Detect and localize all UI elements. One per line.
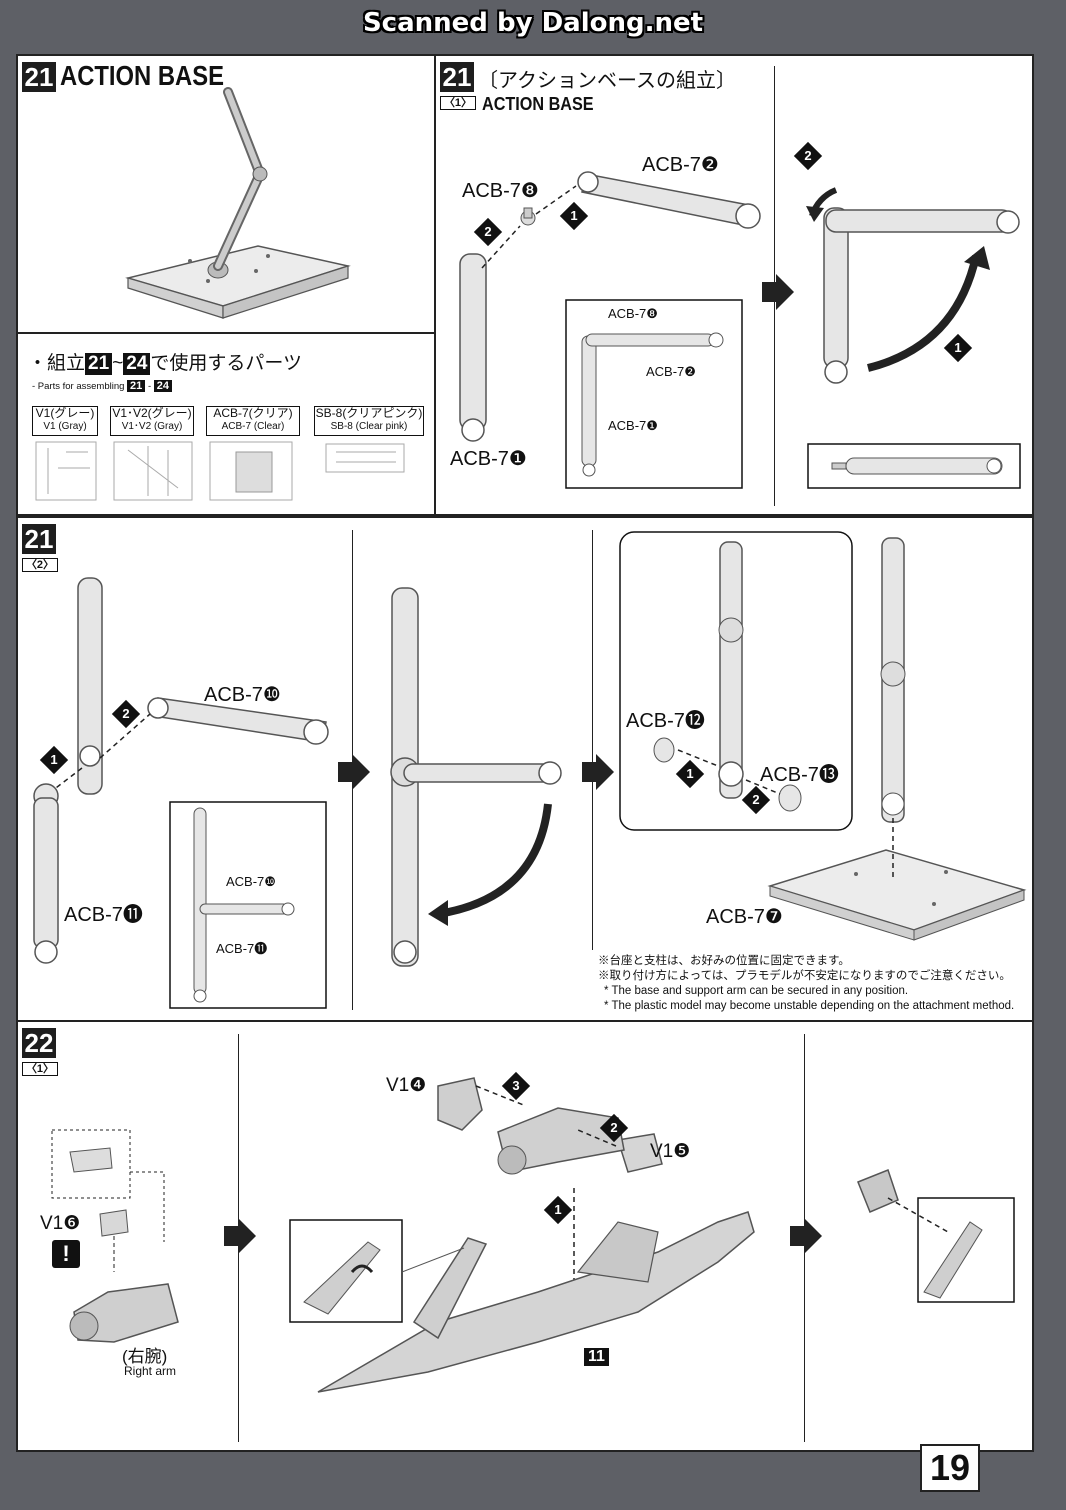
step21-1-illustration	[459, 171, 1021, 489]
inset-label-acb7-8: ACB-7❽	[608, 306, 658, 321]
sub-step-tag: 〈2〉	[22, 558, 58, 572]
flow-arrow-head	[596, 754, 614, 790]
label-v1-4: V1❹	[386, 1075, 427, 1096]
runner-sb8: SB-8(クリアピンク)SB-8 (Clear pink)	[314, 406, 424, 436]
panel-action-base-overview: 21 ACTION BASE	[16, 54, 436, 334]
step-marker-2: 2	[111, 699, 141, 729]
flow-arrow	[790, 1226, 804, 1246]
note-jp-1: ※台座と支柱は、お好みの位置に固定できます。	[598, 955, 850, 967]
range-sep: ~	[112, 353, 124, 374]
part-number-11: 11	[584, 1348, 609, 1366]
inset-label-acb7-11: ACB-7⓫	[216, 941, 268, 956]
step-title: ACTION BASE	[60, 60, 224, 91]
label-right-arm-en: Right arm	[124, 1364, 177, 1378]
label-acb7-1: ACB-7❶	[450, 448, 527, 470]
runner-v1: V1(グレー)V1 (Gray)	[32, 406, 98, 436]
runner-thumbnails	[35, 441, 405, 501]
step22-1-illustration	[51, 1077, 1015, 1393]
sub-step-title: ACTION BASE	[482, 94, 594, 114]
flow-arrow	[762, 282, 776, 302]
label-acb7-11: ACB-7⓫	[64, 904, 143, 926]
divider	[592, 530, 593, 950]
flow-arrow	[338, 762, 352, 782]
action-base-illustration	[125, 87, 351, 319]
step-marker-2b: 2	[741, 785, 771, 815]
step-marker-2: 2	[473, 217, 503, 247]
parts-list-subtitle: - Parts for assembling 21 - 24	[32, 380, 172, 392]
scan-header: Scanned by Dalong.net	[362, 8, 704, 38]
panel-step21-1: 21 〔アクションベースの組立〕 〈1〉 ACTION BASE	[434, 54, 1034, 516]
note-jp-2: ※取り付け方によっては、プラモデルが不安定になりますのでご注意ください。	[598, 970, 1011, 982]
runner-en: V1･V2 (Gray)	[121, 421, 183, 432]
runner-en: V1 (Gray)	[43, 421, 87, 432]
parts-title-prefix: ・組立	[28, 353, 86, 374]
subtitle-prefix: - Parts for assembling	[32, 381, 125, 392]
panel-step21-2: 21 〈2〉	[16, 516, 1034, 1022]
parts-title-suffix: で使用するパーツ	[150, 353, 303, 374]
inset-label-acb7-2: ACB-7❷	[646, 364, 696, 379]
runner-jp: ACB-7(クリア)	[213, 406, 293, 420]
inset-label-acb7-1: ACB-7❶	[608, 418, 658, 433]
range-start: 21	[85, 353, 113, 375]
sub-step-tag: 〈1〉	[440, 96, 476, 110]
runner-en: SB-8 (Clear pink)	[330, 421, 408, 432]
step-marker-2b: 2	[793, 141, 823, 171]
runner-jp: SB-8(クリアピンク)	[315, 406, 423, 420]
sub-range-end: 24	[153, 380, 172, 392]
flow-arrow-head	[804, 1218, 822, 1254]
label-acb7-7: ACB-7❼	[706, 906, 783, 928]
note-en-2: * The plastic model may become unstable …	[604, 1000, 1015, 1012]
runner-v1-v2: V1･V2(グレー)V1･V2 (Gray)	[110, 406, 194, 436]
step-number: 21	[440, 62, 474, 92]
step-marker-1: 1	[39, 745, 69, 775]
step-number: 21	[22, 62, 56, 92]
flow-arrow	[224, 1226, 238, 1246]
step-marker-1b: 1	[675, 759, 705, 789]
step-marker-1b: 1	[943, 333, 973, 363]
label-acb7-10: ACB-7❿	[204, 684, 281, 706]
step-marker-1: 1	[543, 1195, 573, 1225]
range-end: 24	[123, 353, 151, 375]
flow-arrow-head	[776, 274, 794, 310]
runner-en: ACB-7 (Clear)	[221, 421, 285, 432]
step21-2-illustration	[33, 531, 1027, 1009]
step-title-jp: 〔アクションベースの組立〕	[478, 68, 736, 92]
label-right-arm-jp: (右腕)	[122, 1347, 168, 1366]
label-acb7-13: ACB-7⓭	[760, 764, 839, 786]
step-number: 21	[22, 524, 56, 554]
sub-range-sep: -	[147, 381, 152, 392]
step-marker-2: 2	[599, 1113, 629, 1143]
label-v1-6: V1❻	[40, 1213, 81, 1234]
panel-step22-1: 22 〈1〉	[16, 1020, 1034, 1452]
sub-step-tag: 〈1〉	[22, 1062, 58, 1076]
flow-arrow-head	[352, 754, 370, 790]
label-acb7-12: ACB-7⓬	[626, 710, 705, 732]
step-marker-3: 3	[501, 1071, 531, 1101]
label-v1-5: V1❺	[650, 1141, 691, 1162]
label-acb7-8: ACB-7❽	[462, 180, 539, 202]
runner-jp: V1･V2(グレー)	[112, 406, 192, 420]
runner-jp: V1(グレー)	[35, 406, 95, 420]
warning-icon: !	[52, 1240, 80, 1268]
step-marker-1: 1	[559, 201, 589, 231]
note-en-1: * The base and support arm can be secure…	[604, 985, 909, 997]
step-number: 22	[22, 1028, 56, 1058]
runner-acb7: ACB-7(クリア)ACB-7 (Clear)	[206, 406, 300, 436]
flow-arrow	[582, 762, 596, 782]
flow-arrow-head	[238, 1218, 256, 1254]
page-number: 19	[920, 1444, 980, 1492]
label-acb7-2: ACB-7❷	[642, 154, 719, 176]
inset-label-acb7-10: ACB-7❿	[226, 874, 276, 889]
sub-range-start: 21	[127, 380, 146, 392]
